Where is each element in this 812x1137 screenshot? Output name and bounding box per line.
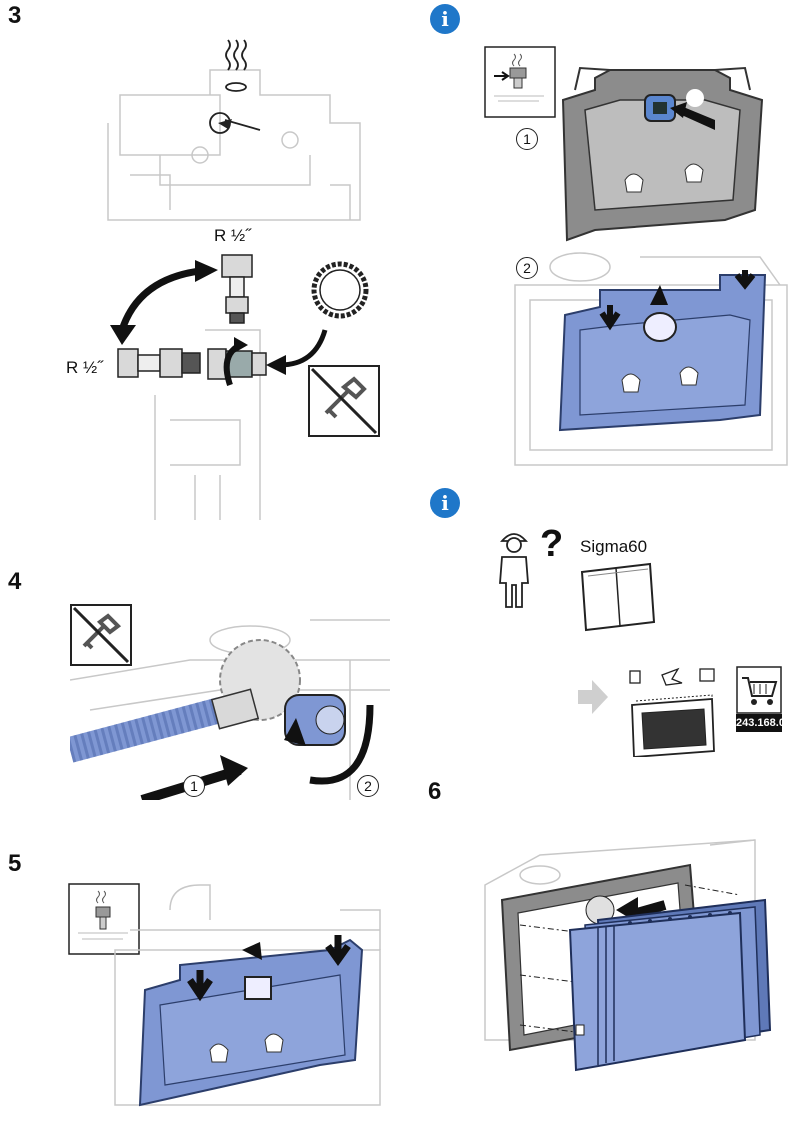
step-number-3: 3: [8, 2, 22, 29]
shopping-cart-icon[interactable]: [736, 666, 782, 714]
step4-hose-illustration: [70, 600, 390, 800]
installer-person-icon: [494, 527, 534, 609]
step5-plate-installation: [110, 880, 390, 1110]
replacement-kit-illustration: [622, 665, 727, 757]
info-icon-2: i: [430, 488, 460, 518]
step5-thumbnail: [68, 883, 140, 955]
part-number-badge: 243.168.00.1: [736, 714, 800, 732]
sigma60-plate-illustration: [578, 560, 658, 632]
callout-4-2: 2: [357, 775, 379, 797]
step-number-6: 6: [428, 778, 442, 805]
product-name: Sigma60: [580, 537, 648, 556]
wrench-forbidden-icon: [308, 365, 380, 437]
question-mark: ?: [540, 523, 564, 565]
callout-1: 1: [516, 128, 538, 150]
callout-2: 2: [516, 257, 538, 279]
info1-cover-plate: [555, 60, 770, 245]
step3-fitting-illustration: [100, 245, 390, 525]
info1-thumbnail: [484, 46, 556, 118]
info1-installed-plate: [510, 245, 792, 467]
thread-label-top: R ½˝: [214, 226, 251, 245]
thread-label-left: R ½˝: [66, 358, 103, 377]
info-icon: i: [430, 4, 460, 34]
callout-4-1: 1: [183, 775, 205, 797]
step-number-4: 4: [8, 568, 22, 595]
arrow-right-icon: [578, 680, 608, 714]
step-number-5: 5: [8, 850, 22, 877]
wrench-forbidden-icon-2: [70, 604, 132, 666]
step3-top-illustration: [60, 35, 380, 225]
step6-actuator-installation: [480, 825, 780, 1085]
